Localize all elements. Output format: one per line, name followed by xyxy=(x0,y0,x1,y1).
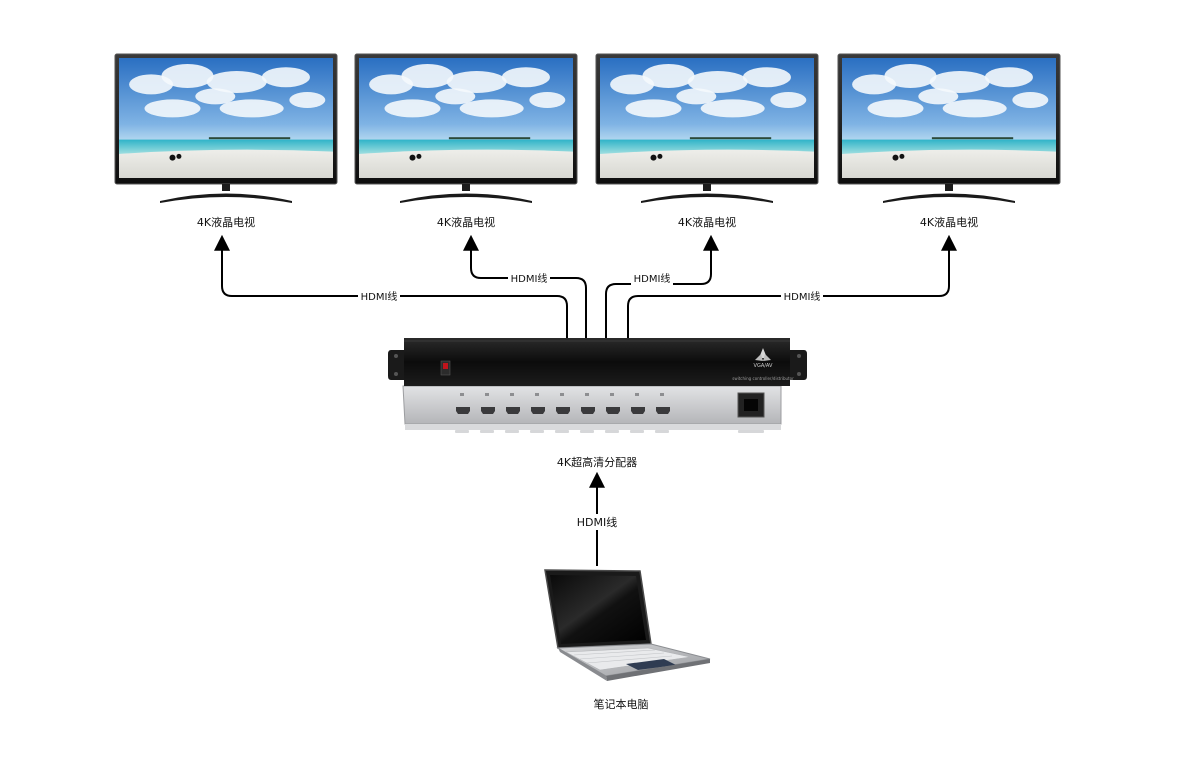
tv-label: 4K液晶电视 xyxy=(678,215,736,229)
laptop xyxy=(544,569,711,681)
tv-screen xyxy=(842,58,1056,178)
hdmi-splitter: VGA/AV switching controller/distributor xyxy=(388,338,807,433)
splitter-front-panel: VGA/AV switching controller/distributor xyxy=(388,338,807,386)
splitter-subtitle: switching controller/distributor xyxy=(732,376,794,381)
tv-label: 4K液晶电视 xyxy=(920,215,978,229)
tv-label: 4K液晶电视 xyxy=(197,215,255,229)
hdmi-port xyxy=(506,393,520,414)
power-switch xyxy=(440,360,451,376)
splitter-label: 4K超高清分配器 xyxy=(557,455,637,469)
cable-label-outer-left: HDMI线 xyxy=(361,290,398,303)
cable-outer-left xyxy=(214,234,568,338)
tv-label: 4K液晶电视 xyxy=(437,215,495,229)
hdmi-port xyxy=(656,393,670,414)
brand-logo-icon xyxy=(755,348,771,361)
tv-screen xyxy=(359,58,573,178)
hdmi-port xyxy=(531,393,545,414)
cable-inner-left xyxy=(463,234,587,338)
tv-1: 4K液晶电视 xyxy=(114,53,338,229)
splitter-model: VGA/AV xyxy=(754,363,774,369)
hdmi-port xyxy=(606,393,620,414)
hdmi-port xyxy=(481,393,495,414)
tv-2: 4K液晶电视 xyxy=(354,53,578,229)
hdmi-port xyxy=(456,393,470,414)
power-socket xyxy=(737,392,765,418)
cable-label-inner-left: HDMI线 xyxy=(511,272,548,285)
cable-inner-right xyxy=(605,234,719,338)
cable-label-input: HDMI线 xyxy=(577,515,617,529)
hdmi-port xyxy=(556,393,570,414)
hdmi-port xyxy=(631,393,645,414)
tv-3: 4K液晶电视 xyxy=(595,53,819,229)
tv-screen xyxy=(119,58,333,178)
tv-4: 4K液晶电视 xyxy=(837,53,1061,229)
hdmi-port xyxy=(581,393,595,414)
tv-screen xyxy=(600,58,814,178)
cable-label-inner-right: HDMI线 xyxy=(634,272,671,285)
laptop-label: 笔记本电脑 xyxy=(594,697,649,711)
hdmi-output-ports xyxy=(456,393,670,414)
cable-label-outer-right: HDMI线 xyxy=(784,290,821,303)
cable-outer-right xyxy=(627,234,957,338)
tv-row: 4K液晶电视 4K液晶电视 4K液晶电视 4K液晶电视 xyxy=(114,53,1061,229)
